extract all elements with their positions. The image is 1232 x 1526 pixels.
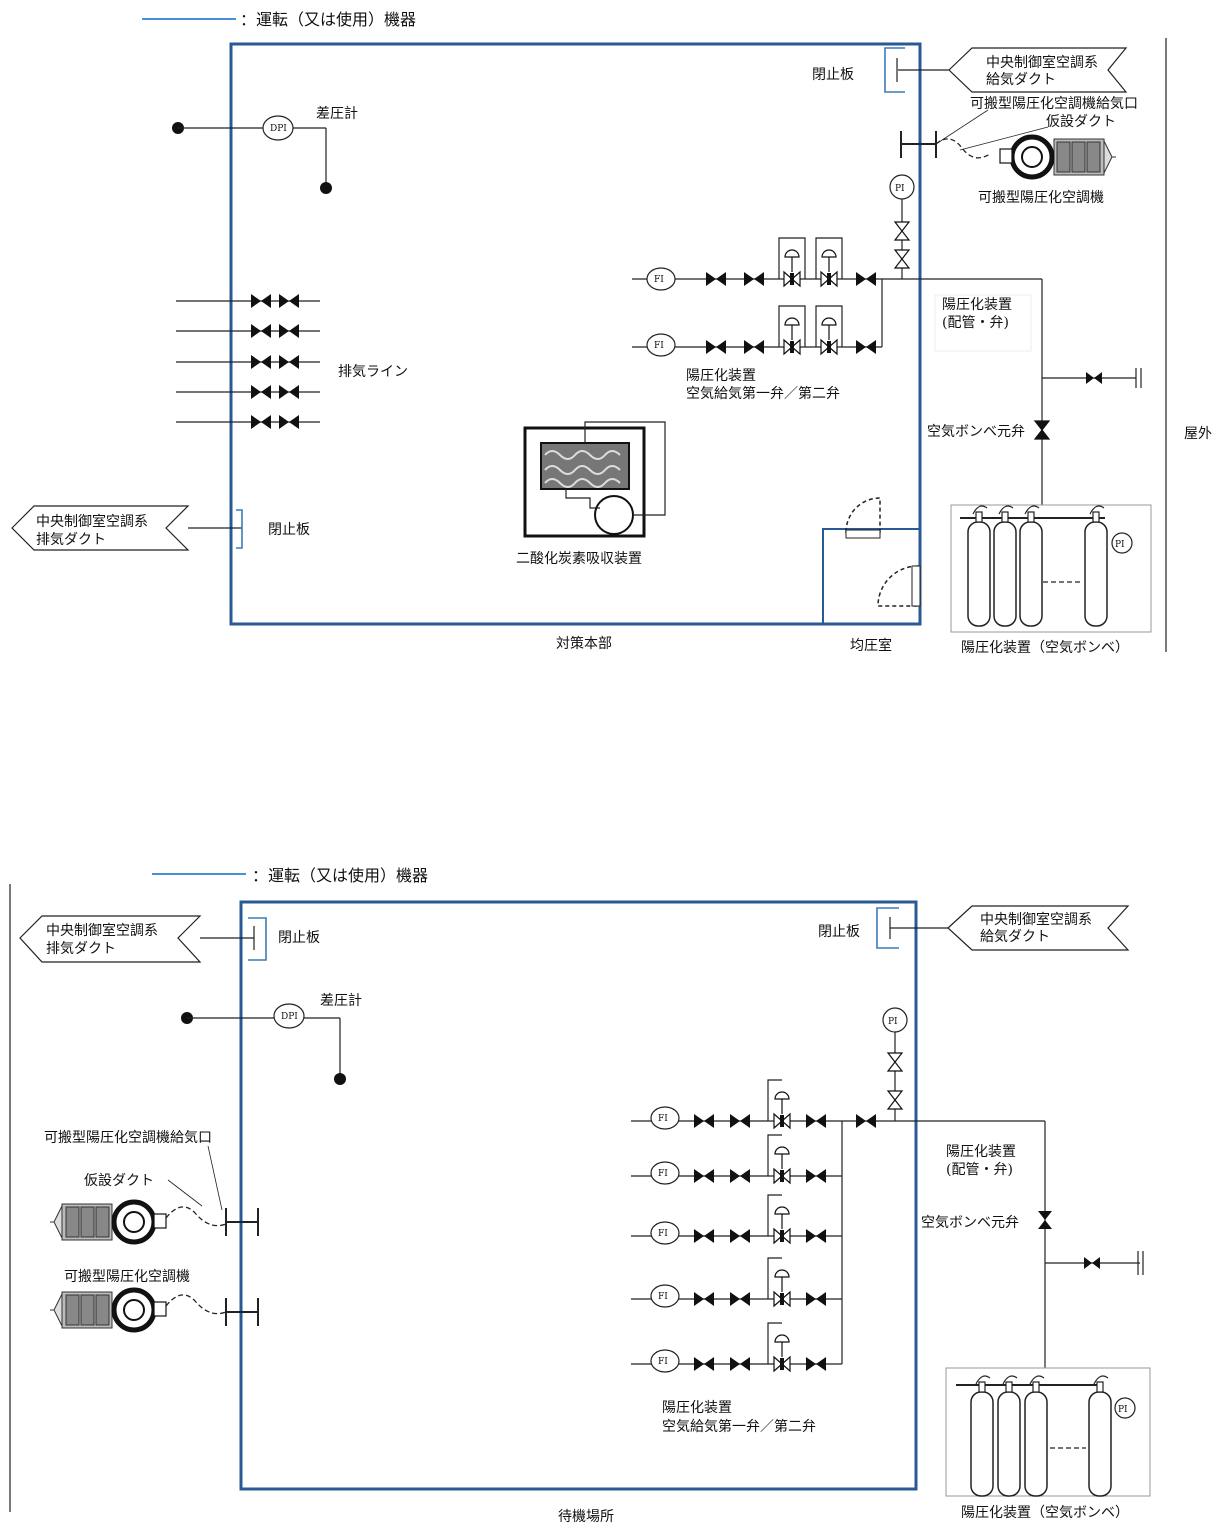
door-swing-2 [877,565,919,607]
dp-gauge-label: 差圧計 [316,106,358,122]
outdoor-label: 屋外 [1184,426,1212,442]
equalizing-room [822,528,921,625]
dp-gauge-tag-2: DPI [281,1012,298,1022]
door-swing-1 [845,497,881,533]
valves-label-1: 陽圧化装置 [686,368,756,384]
dp-gauge-tag: DPI [270,124,287,134]
fi-tag-2-2: FI [658,1169,668,1179]
valve-train-2-3: FI [631,1194,842,1245]
portable-inlet-label-2: 可搬型陽圧化空調機給気口 [44,1130,212,1146]
piping-label-2-2: (配管・弁) [946,1162,1013,1178]
valve-train-2-4: FI [631,1257,842,1308]
fi-tag-2-1: FI [658,1114,668,1124]
cylinders-label-2: 陽圧化装置（空気ボンベ） [961,1505,1129,1521]
room-label-2: 待機場所 [558,1509,614,1525]
exhaust-duct-arrow-2 [19,915,202,963]
portable-ac-label: 可搬型陽圧化空調機 [978,190,1104,206]
valve-train-2-5: FI [631,1322,842,1373]
exhaust-duct-label-2a: 中央制御室空調系 [46,922,158,939]
room-label: 対策本部 [556,635,612,652]
exhaust-lines [176,294,320,429]
valves-label-2: 空気給気第一弁／第二弁 [686,385,840,402]
door-1 [845,529,881,539]
upper-diagram: ：運転（又は使用）機器 対策本部 均圧室 屋外 DPI 差圧計 [11,10,1212,656]
legend-text: ：運転（又は使用）機器 [240,10,416,29]
closing-plate-exhaust-label-2: 閉止板 [278,930,320,946]
portable-ac-label-2: 可搬型陽圧化空調機 [64,1269,190,1285]
piping-label-1: 陽圧化装置 [942,297,1012,313]
co2-absorber [523,421,666,538]
closing-plate-supply-label-2: 閉止板 [818,924,860,940]
lower-diagram: ：運転（又は使用）機器 待機場所 中央制御室空調系 排気ダクト 閉止板 中央制御… [9,866,1151,1525]
supply-duct-arrow-2 [947,905,1130,951]
fi-tag-2-3: FI [658,1229,668,1239]
dp-tap-inside [320,182,332,194]
legend-text-2: ：運転（又は使用）機器 [252,866,428,885]
co2-absorber-label: 二酸化炭素吸収装置 [516,551,642,567]
closing-plate-supply-label: 閉止板 [812,67,854,83]
exhaust-duct-label-2b: 排気ダクト [46,941,116,957]
portable-inlet-label: 可搬型陽圧化空調機給気口 [970,96,1138,112]
pi-tag: PI [895,184,905,194]
cylinder-main-valve-label: 空気ボンベ元弁 [927,424,1025,440]
exhaust-duct-arrow [11,505,190,551]
room-outline [229,42,922,626]
portable-ac-unit-2b [50,1290,166,1330]
pi-tag-2: PI [888,1017,898,1027]
cylinder-pi-tag-2: PI [1118,1405,1128,1415]
temporary-duct-label-2: 仮設ダクト [84,1173,154,1189]
closing-plate-supply-2 [876,907,899,949]
exhaust-duct-label-1: 中央制御室空調系 [36,513,148,530]
room-outline-2 [239,900,918,1491]
valve-train-2-1: FI [631,1079,842,1130]
piping-label-2-1: 陽圧化装置 [946,1144,1016,1160]
valves-label-2-1: 陽圧化装置 [662,1400,732,1416]
supply-duct-label-2a: 中央制御室空調系 [980,911,1092,928]
equalizing-room-label: 均圧室 [850,637,892,654]
fi-tag: FI [654,275,664,285]
supply-duct-arrow [948,47,1128,93]
closing-plate-supply [884,47,905,93]
dp-gauge-icon-2 [273,1003,305,1029]
valves-label-2-2: 空気給気第一弁／第二弁 [662,1418,816,1435]
cylinder-main-valve-label-2: 空気ボンベ元弁 [921,1215,1019,1231]
portable-ac-unit-2a [50,1202,166,1242]
piping-label-2: (配管・弁) [942,315,1009,331]
valve-train-2-2: FI [631,1134,842,1185]
supply-duct-label-2b: 給気ダクト [980,929,1050,945]
temporary-duct-label: 仮設ダクト [1046,114,1116,130]
dp-gauge-icon [262,115,294,141]
fi-tag-2: FI [654,341,664,351]
door-2 [911,565,921,607]
valve-train-2: FI [632,279,883,357]
closing-plate-exhaust-2 [248,917,267,961]
dp-gauge-label-2: 差圧計 [320,993,362,1009]
fi-tag-2-4: FI [658,1292,668,1302]
fi-tag-2-5: FI [658,1357,668,1367]
supply-duct-label-2: 給気ダクト [986,72,1056,88]
cylinder-pi-icon [1111,532,1133,554]
exhaust-duct-label-2: 排気ダクト [36,532,106,548]
supply-duct-label-1: 中央制御室空調系 [986,54,1098,71]
closing-plate-exhaust [236,509,243,549]
cylinder-pi-tag: PI [1115,540,1125,550]
portable-ac-unit [1000,137,1116,177]
cylinders-label: 陽圧化装置（空気ボンベ） [961,640,1129,656]
exhaust-line-label: 排気ライン [338,364,408,380]
valve-train-1: FI [632,237,1042,291]
closing-plate-exhaust-label: 閉止板 [268,522,310,538]
temporary-duct [935,138,991,159]
flow-indicator-icon [646,267,676,291]
